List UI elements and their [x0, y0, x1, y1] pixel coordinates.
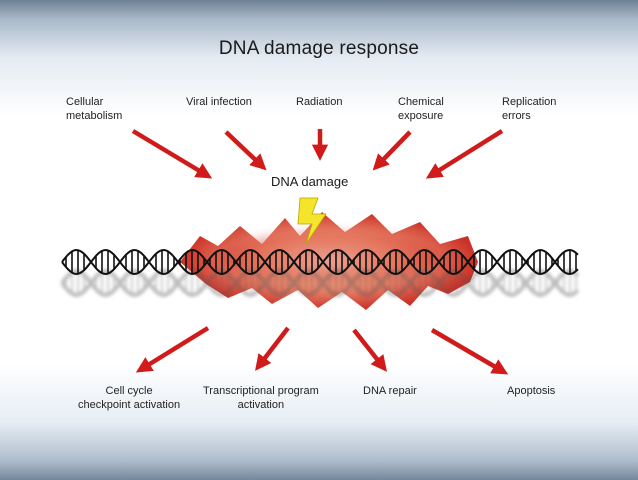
cause-viral-infection: Viral infection — [186, 95, 252, 109]
dna-damage-label: DNA damage — [271, 174, 349, 189]
effect-label-line1: Apoptosis — [507, 385, 556, 397]
arrow-replication-errors — [425, 129, 504, 179]
effect-label-line2: checkpoint activation — [78, 399, 181, 411]
effect-label-line1: Transcriptional program — [203, 385, 319, 397]
arrow-dna-repair — [352, 328, 388, 372]
effect-label-line1: DNA repair — [363, 385, 417, 397]
cause-label-line1: Cellular — [66, 96, 104, 108]
dna-helix-shadow — [60, 268, 580, 298]
cause-label-line1: Radiation — [296, 96, 343, 108]
cause-cellular-metabolism: Cellular metabolism — [66, 95, 122, 123]
cause-label-line1: Chemical — [398, 96, 444, 108]
arrow-chemical-exposure — [372, 130, 412, 171]
dna-helix — [61, 248, 579, 276]
effect-cell-cycle-checkpoint: Cell cycle checkpoint activation — [78, 384, 180, 412]
cause-replication-errors: Replication errors — [502, 95, 556, 123]
effect-transcriptional-program: Transcriptional program activation — [203, 384, 319, 412]
effect-dna-repair: DNA repair — [363, 384, 417, 398]
diagram-title: DNA damage response — [218, 38, 420, 59]
arrow-viral-infection — [224, 130, 267, 171]
cause-radiation: Radiation — [296, 95, 342, 109]
arrow-cell-cycle — [135, 326, 210, 373]
cause-label-line2: exposure — [398, 110, 444, 122]
cause-label-line2: errors — [502, 110, 531, 122]
arrow-cellular-metabolism — [131, 129, 213, 179]
cause-chemical-exposure: Chemical exposure — [398, 95, 444, 123]
arrow-transcriptional — [255, 326, 290, 371]
cause-label-line1: Replication — [502, 96, 557, 108]
lightning-bolt-icon — [297, 197, 327, 245]
effect-apoptosis: Apoptosis — [507, 384, 555, 398]
cause-label-line1: Viral infection — [186, 96, 252, 108]
cause-label-line2: metabolism — [66, 110, 123, 122]
arrow-apoptosis — [430, 328, 509, 375]
effect-label-line2: activation — [237, 399, 285, 411]
effect-label-line1: Cell cycle — [105, 385, 153, 397]
